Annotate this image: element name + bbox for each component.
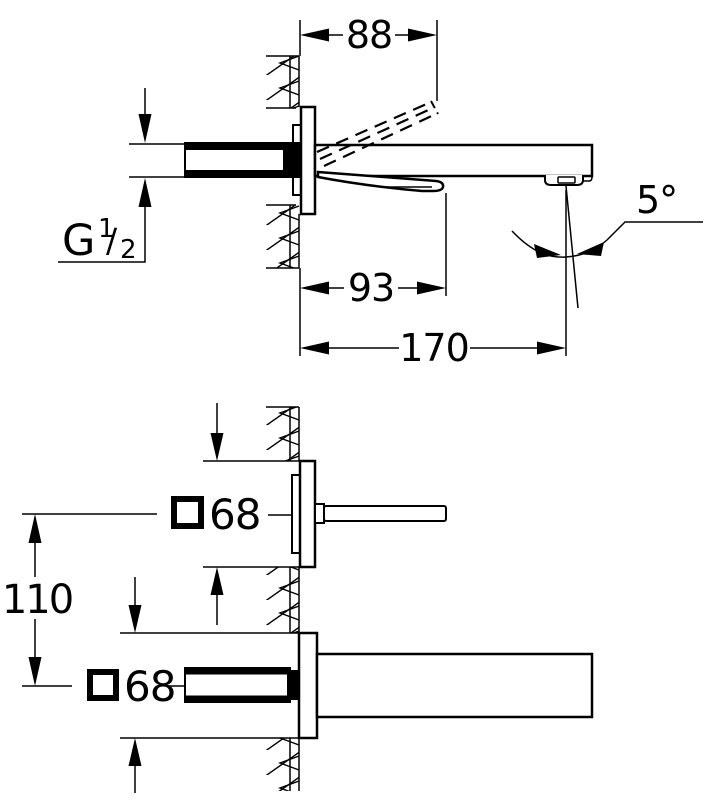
- dim-93-label: 93: [348, 266, 394, 310]
- square-dimension-symbol: [171, 496, 204, 529]
- dim-68-spout-label: 68: [124, 662, 175, 711]
- arc-arrowhead: [534, 244, 561, 258]
- dim-68-spout: 68: [87, 577, 299, 793]
- wall-plate: [299, 105, 317, 216]
- angle-5deg: 5°: [606, 178, 703, 241]
- square-dimension-symbol: [87, 669, 119, 701]
- wall-hatch-segment: [266, 567, 300, 633]
- dim-170-label: 170: [399, 326, 469, 370]
- thread-g: G: [62, 216, 95, 266]
- angle-label: 5°: [636, 178, 677, 222]
- dim-68-handle: 68: [171, 403, 299, 625]
- wall-hatch-segment: [266, 738, 300, 791]
- side-view: 88 93 170 5° G: [58, 13, 703, 370]
- thread-slash: /: [106, 221, 118, 260]
- dim-110-label: 110: [2, 577, 72, 623]
- wall-hatch-segment: [266, 55, 300, 109]
- wall-hatch-segment: [266, 406, 300, 461]
- thread-numerator: 1: [98, 214, 115, 244]
- water-stream: [511, 185, 608, 309]
- spout-body-front: [315, 652, 594, 719]
- dim-88: 88: [299, 13, 438, 101]
- front-view: 68 68 110: [2, 403, 594, 793]
- spout-inlet-pipe: [184, 667, 300, 703]
- wall-hatch-segment: [266, 204, 300, 269]
- thread-label-g12: G 1 / 2: [58, 88, 152, 266]
- dim-170: 170: [300, 190, 567, 370]
- inlet-pipe: [129, 142, 285, 178]
- pipe-connector: [284, 142, 301, 178]
- thread-denominator: 2: [120, 235, 137, 265]
- dim-88-label: 88: [346, 13, 392, 57]
- spout-plate: [297, 631, 319, 740]
- handle-lever: [314, 503, 447, 524]
- dim-110: 110: [2, 513, 157, 687]
- lever-down: [316, 170, 445, 193]
- dim-68-handle-label: 68: [209, 490, 260, 539]
- dim-93: 93: [299, 193, 447, 356]
- lever-raised-dashed: [316, 100, 439, 167]
- arc-arrowhead: [577, 242, 604, 256]
- spout-outlet: [544, 175, 593, 186]
- handle-plate: [298, 459, 317, 569]
- spout-body: [313, 143, 594, 178]
